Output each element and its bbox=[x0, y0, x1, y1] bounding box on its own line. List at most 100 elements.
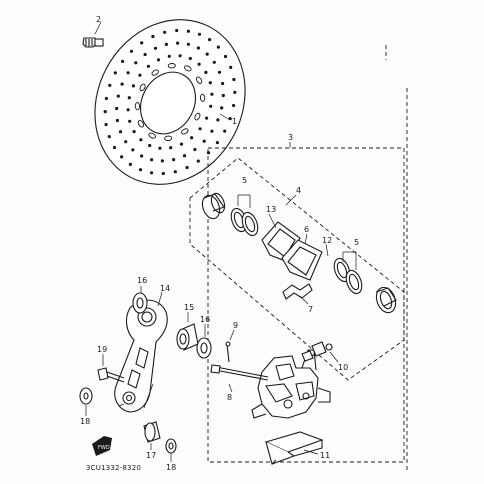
disc-slot bbox=[194, 112, 201, 121]
callout-8: 8 bbox=[227, 393, 232, 402]
disc-hole bbox=[129, 49, 134, 53]
caliper-cover bbox=[264, 431, 324, 465]
disc-slot bbox=[134, 102, 141, 111]
disc-hole bbox=[161, 171, 165, 176]
disc-hole bbox=[146, 64, 150, 68]
fwd-badge-text: FWD bbox=[98, 445, 110, 451]
disc-hole bbox=[120, 82, 124, 86]
disc-hole bbox=[132, 130, 136, 134]
disc-hole bbox=[205, 52, 209, 56]
disc-hole bbox=[121, 59, 125, 64]
disc-hole bbox=[198, 127, 202, 131]
piston-left bbox=[201, 192, 226, 220]
callout-2: 2 bbox=[96, 15, 101, 24]
disc-hole bbox=[220, 106, 224, 110]
callout-5-right: 5 bbox=[354, 238, 359, 247]
disc-hole bbox=[229, 65, 233, 69]
disc-slot bbox=[148, 132, 156, 139]
disc-slot bbox=[151, 69, 159, 76]
disc-hole bbox=[127, 96, 131, 100]
disc-hole bbox=[193, 147, 197, 152]
piston-seal-left bbox=[230, 207, 259, 237]
disc-slot bbox=[181, 128, 189, 135]
disc-hole bbox=[216, 45, 220, 49]
callout-12: 12 bbox=[322, 236, 332, 245]
callout-7: 7 bbox=[308, 305, 313, 314]
disc-hole bbox=[131, 84, 135, 88]
disc-slot bbox=[184, 65, 192, 72]
disc-hole bbox=[126, 108, 130, 112]
drawing-code: 3CU1332-8320 bbox=[86, 464, 141, 472]
disc-slot bbox=[164, 135, 173, 141]
piston-seal-right bbox=[333, 257, 363, 295]
disc-hole bbox=[140, 41, 144, 45]
disc-hole bbox=[223, 54, 228, 59]
disc-hole bbox=[104, 96, 108, 101]
disc-slot bbox=[167, 63, 176, 69]
disc-hole bbox=[208, 81, 212, 85]
disc-slot bbox=[139, 83, 146, 92]
caliper-pin bbox=[210, 364, 269, 381]
disc-hole bbox=[210, 129, 214, 133]
collar-upper bbox=[132, 292, 148, 314]
disc-hole bbox=[221, 93, 225, 98]
disc-hole bbox=[175, 28, 179, 33]
callout-11: 11 bbox=[320, 451, 330, 460]
washer-lower bbox=[165, 438, 177, 454]
disc-hole bbox=[150, 171, 154, 175]
disc-hole bbox=[115, 118, 119, 123]
disc-hole bbox=[232, 77, 236, 82]
disc-hole bbox=[126, 71, 130, 75]
disc-hole bbox=[143, 52, 147, 57]
brake-pad-outer bbox=[281, 239, 323, 281]
callout-9: 9 bbox=[233, 321, 238, 330]
disc-hole bbox=[115, 106, 119, 111]
disc-hole bbox=[160, 159, 164, 163]
callout-15: 15 bbox=[184, 303, 194, 312]
disc-hole bbox=[179, 142, 184, 146]
fwd-arrow-badge: FWD bbox=[92, 436, 112, 456]
disc-hole bbox=[232, 103, 236, 108]
disc-hole bbox=[158, 146, 162, 150]
disc-hole bbox=[103, 110, 107, 114]
disc-hole bbox=[216, 118, 220, 122]
disc-hole bbox=[204, 70, 208, 74]
disc-mount-slots bbox=[134, 63, 206, 141]
disc-drill-holes bbox=[103, 28, 237, 176]
disc-hole bbox=[120, 155, 124, 159]
retaining-clip bbox=[225, 341, 231, 363]
disc-hole bbox=[188, 56, 192, 61]
disc-hole bbox=[163, 30, 167, 34]
disc-hole bbox=[209, 104, 213, 108]
caliper-body bbox=[251, 349, 331, 419]
disc-hole bbox=[113, 71, 117, 75]
caliper-assembly-outline bbox=[207, 147, 405, 463]
callout-14: 14 bbox=[160, 284, 170, 293]
disc-hole bbox=[164, 42, 168, 47]
callout-19: 19 bbox=[97, 345, 107, 354]
disc-hole bbox=[140, 154, 144, 158]
disc-hole bbox=[215, 141, 219, 145]
disc-hole bbox=[148, 143, 152, 148]
disc-hole bbox=[221, 81, 225, 86]
callout-18-left: 18 bbox=[80, 417, 90, 426]
disc-hole bbox=[176, 41, 180, 45]
disc-hole bbox=[128, 162, 132, 166]
disc-hole bbox=[118, 130, 123, 134]
disc-hole bbox=[210, 92, 214, 96]
disc-hole bbox=[169, 146, 173, 150]
disc-hole bbox=[196, 159, 200, 163]
disc-bolt bbox=[82, 37, 104, 48]
sleeve bbox=[143, 421, 161, 443]
disc-hole bbox=[138, 168, 143, 172]
disc-hole bbox=[205, 116, 209, 120]
callout-16-right: 16 bbox=[200, 315, 210, 324]
callout-16-upper: 16 bbox=[137, 276, 147, 285]
disc-hole bbox=[134, 61, 138, 65]
disc-hole bbox=[206, 151, 211, 155]
disc-hole bbox=[116, 94, 120, 98]
disc-slot bbox=[199, 93, 206, 102]
callout-10: 10 bbox=[338, 363, 348, 372]
